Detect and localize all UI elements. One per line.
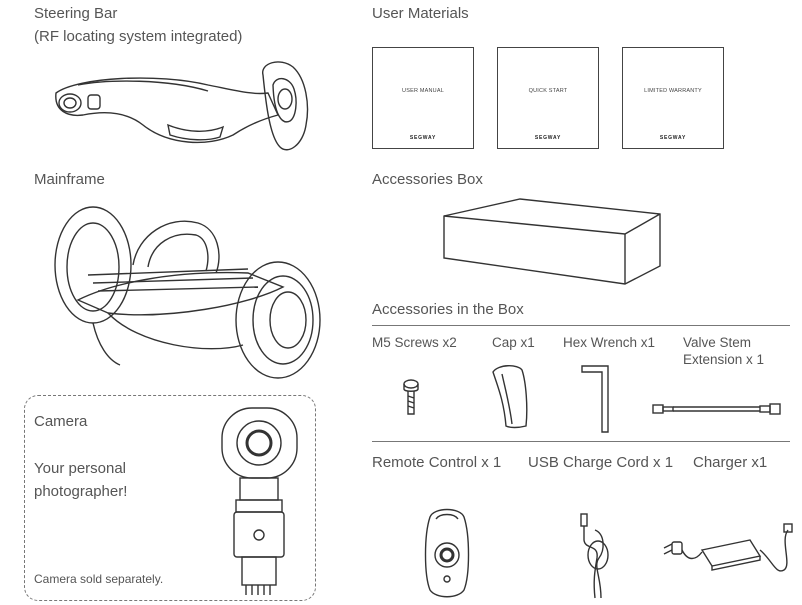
booklet-title: LIMITED WARRANTY: [644, 88, 702, 94]
screws-label: M5 Screws x2: [372, 335, 457, 350]
valve-stem-illustration: [650, 398, 785, 420]
section-divider: [372, 441, 790, 442]
valve-stem-label-2: Extension x 1: [683, 352, 765, 367]
camera-tagline-1: Your personal: [34, 460, 127, 477]
hex-wrench-label: Hex Wrench x1: [563, 335, 656, 350]
segway-logo: SEGWAY: [409, 135, 437, 141]
booklet-title: USER MANUAL: [402, 88, 444, 94]
accessories-box-illustration: [440, 196, 665, 288]
accessories-in-box-title: Accessories in the Box: [372, 301, 524, 318]
camera-tagline-2: photographer!: [34, 483, 128, 500]
steering-bar-illustration: [48, 55, 328, 160]
mainframe-illustration: [48, 195, 328, 380]
hex-wrench-illustration: [578, 360, 618, 435]
camera-illustration: [212, 400, 307, 600]
camera-panel: [24, 395, 316, 601]
remote-control-illustration: [420, 505, 475, 600]
charger-illustration: [660, 520, 800, 585]
remote-control-label: Remote Control x 1: [372, 454, 502, 471]
booklet-quick-start: QUICK START SEGWAY: [497, 47, 599, 149]
usb-cord-label: USB Charge Cord x 1: [528, 454, 674, 471]
cap-label: Cap x1: [492, 335, 535, 350]
charger-label: Charger x1: [693, 454, 768, 471]
valve-stem-label-1: Valve Stem: [683, 335, 752, 350]
booklet-title: QUICK START: [528, 88, 568, 94]
usb-cord-illustration: [565, 510, 625, 602]
booklet-user-manual: USER MANUAL SEGWAY: [372, 47, 474, 149]
screw-illustration: [400, 378, 422, 418]
section-divider: [372, 325, 790, 326]
mainframe-title: Mainframe: [34, 171, 105, 188]
segway-logo: SEGWAY: [659, 135, 687, 141]
accessories-box-title: Accessories Box: [372, 171, 483, 188]
steering-bar-title: Steering Bar: [34, 5, 118, 22]
booklet-limited-warranty: LIMITED WARRANTY SEGWAY: [622, 47, 724, 149]
camera-note: Camera sold separately.: [34, 572, 164, 586]
cap-illustration: [488, 362, 533, 430]
user-materials-title: User Materials: [372, 5, 469, 22]
camera-title: Camera: [34, 413, 88, 430]
steering-bar-subtitle: (RF locating system integrated): [34, 28, 243, 45]
segway-logo: SEGWAY: [534, 135, 562, 141]
